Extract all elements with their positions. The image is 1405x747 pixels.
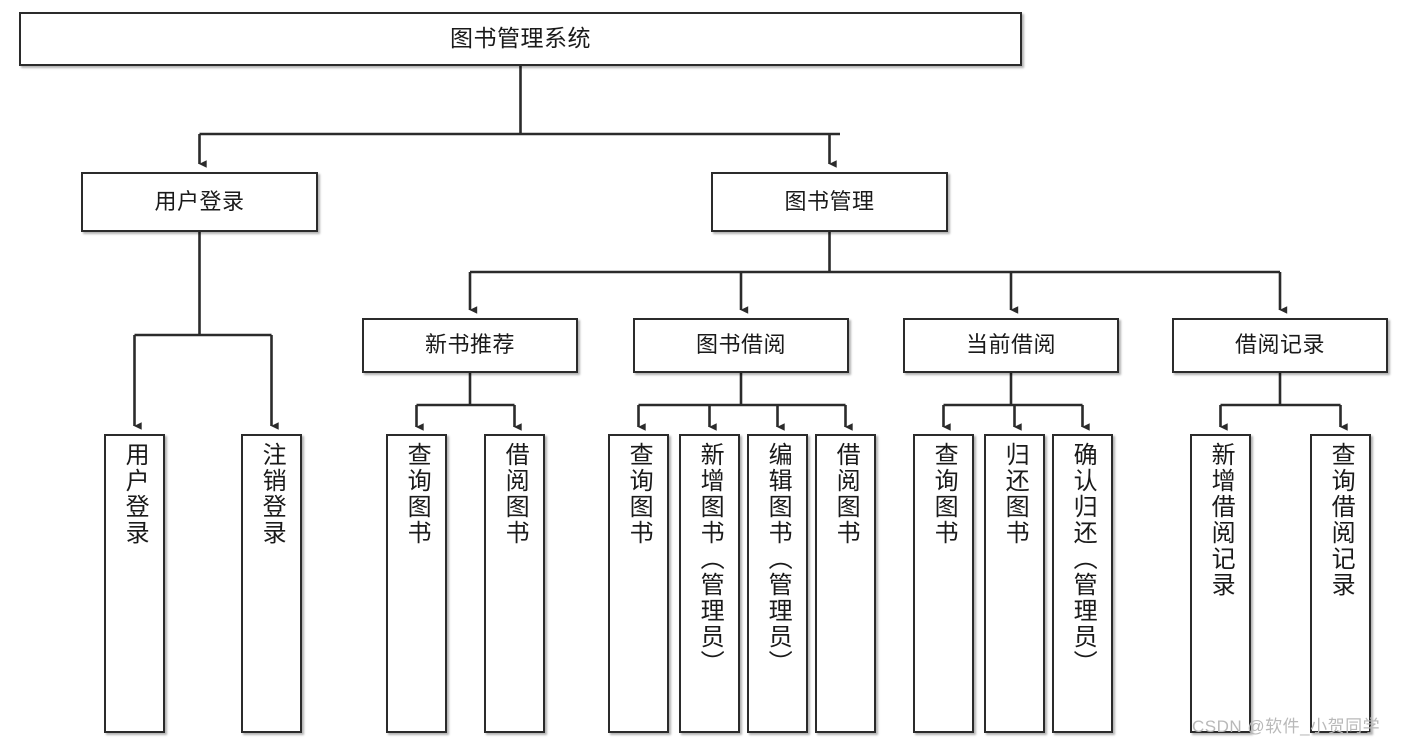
node-leaf-confirm-return-admin-label: 确认归还（管理员）	[1069, 442, 1097, 676]
node-leaf-user-logout-label: 注销登录	[258, 442, 286, 546]
node-leaf-query-book-current[interactable]: 查询图书	[913, 434, 974, 733]
node-leaf-user-login-label: 用户登录	[121, 442, 149, 546]
node-leaf-add-book-admin[interactable]: 新增图书（管理员）	[679, 434, 740, 733]
node-leaf-user-logout[interactable]: 注销登录	[241, 434, 302, 733]
node-leaf-return-book-label: 归还图书	[1001, 442, 1029, 546]
node-leaf-query-book-new[interactable]: 查询图书	[386, 434, 447, 733]
node-leaf-add-borrow-record-label: 新增借阅记录	[1207, 442, 1235, 598]
node-leaf-edit-book-admin[interactable]: 编辑图书（管理员）	[747, 434, 808, 733]
node-leaf-borrow-book[interactable]: 借阅图书	[815, 434, 876, 733]
node-leaf-edit-book-admin-label: 编辑图书（管理员）	[764, 442, 792, 676]
node-leaf-borrow-book-new[interactable]: 借阅图书	[484, 434, 545, 733]
node-book-manage[interactable]: 图书管理	[711, 172, 948, 232]
node-leaf-borrow-book-new-label: 借阅图书	[501, 442, 529, 546]
node-user-login-label: 用户登录	[154, 188, 245, 214]
node-current-borrow-label: 当前借阅	[965, 332, 1056, 358]
node-root-label: 图书管理系统	[450, 25, 591, 52]
node-leaf-query-book-current-label: 查询图书	[930, 442, 958, 546]
node-leaf-query-borrow-record[interactable]: 查询借阅记录	[1310, 434, 1371, 733]
node-new-book-recommend[interactable]: 新书推荐	[362, 318, 578, 373]
node-leaf-add-borrow-record[interactable]: 新增借阅记录	[1190, 434, 1251, 733]
node-user-login[interactable]: 用户登录	[81, 172, 318, 232]
node-leaf-add-book-admin-label: 新增图书（管理员）	[696, 442, 724, 676]
node-root[interactable]: 图书管理系统	[19, 12, 1022, 66]
watermark: CSDN @软件_小贺同学	[1192, 717, 1381, 736]
node-book-manage-label: 图书管理	[784, 188, 875, 214]
node-borrow-record-label: 借阅记录	[1234, 332, 1325, 358]
node-leaf-return-book[interactable]: 归还图书	[984, 434, 1045, 733]
node-current-borrow[interactable]: 当前借阅	[903, 318, 1119, 373]
node-book-borrow-label: 图书借阅	[695, 332, 786, 358]
node-book-borrow[interactable]: 图书借阅	[633, 318, 849, 373]
node-leaf-query-borrow-record-label: 查询借阅记录	[1327, 442, 1355, 598]
node-leaf-user-login[interactable]: 用户登录	[104, 434, 165, 733]
node-borrow-record[interactable]: 借阅记录	[1172, 318, 1388, 373]
node-leaf-confirm-return-admin[interactable]: 确认归还（管理员）	[1052, 434, 1113, 733]
node-new-book-recommend-label: 新书推荐	[424, 332, 515, 358]
node-leaf-query-book-borrow[interactable]: 查询图书	[608, 434, 669, 733]
node-leaf-borrow-book-label: 借阅图书	[832, 442, 860, 546]
node-leaf-query-book-borrow-label: 查询图书	[625, 442, 653, 546]
node-leaf-query-book-new-label: 查询图书	[403, 442, 431, 546]
